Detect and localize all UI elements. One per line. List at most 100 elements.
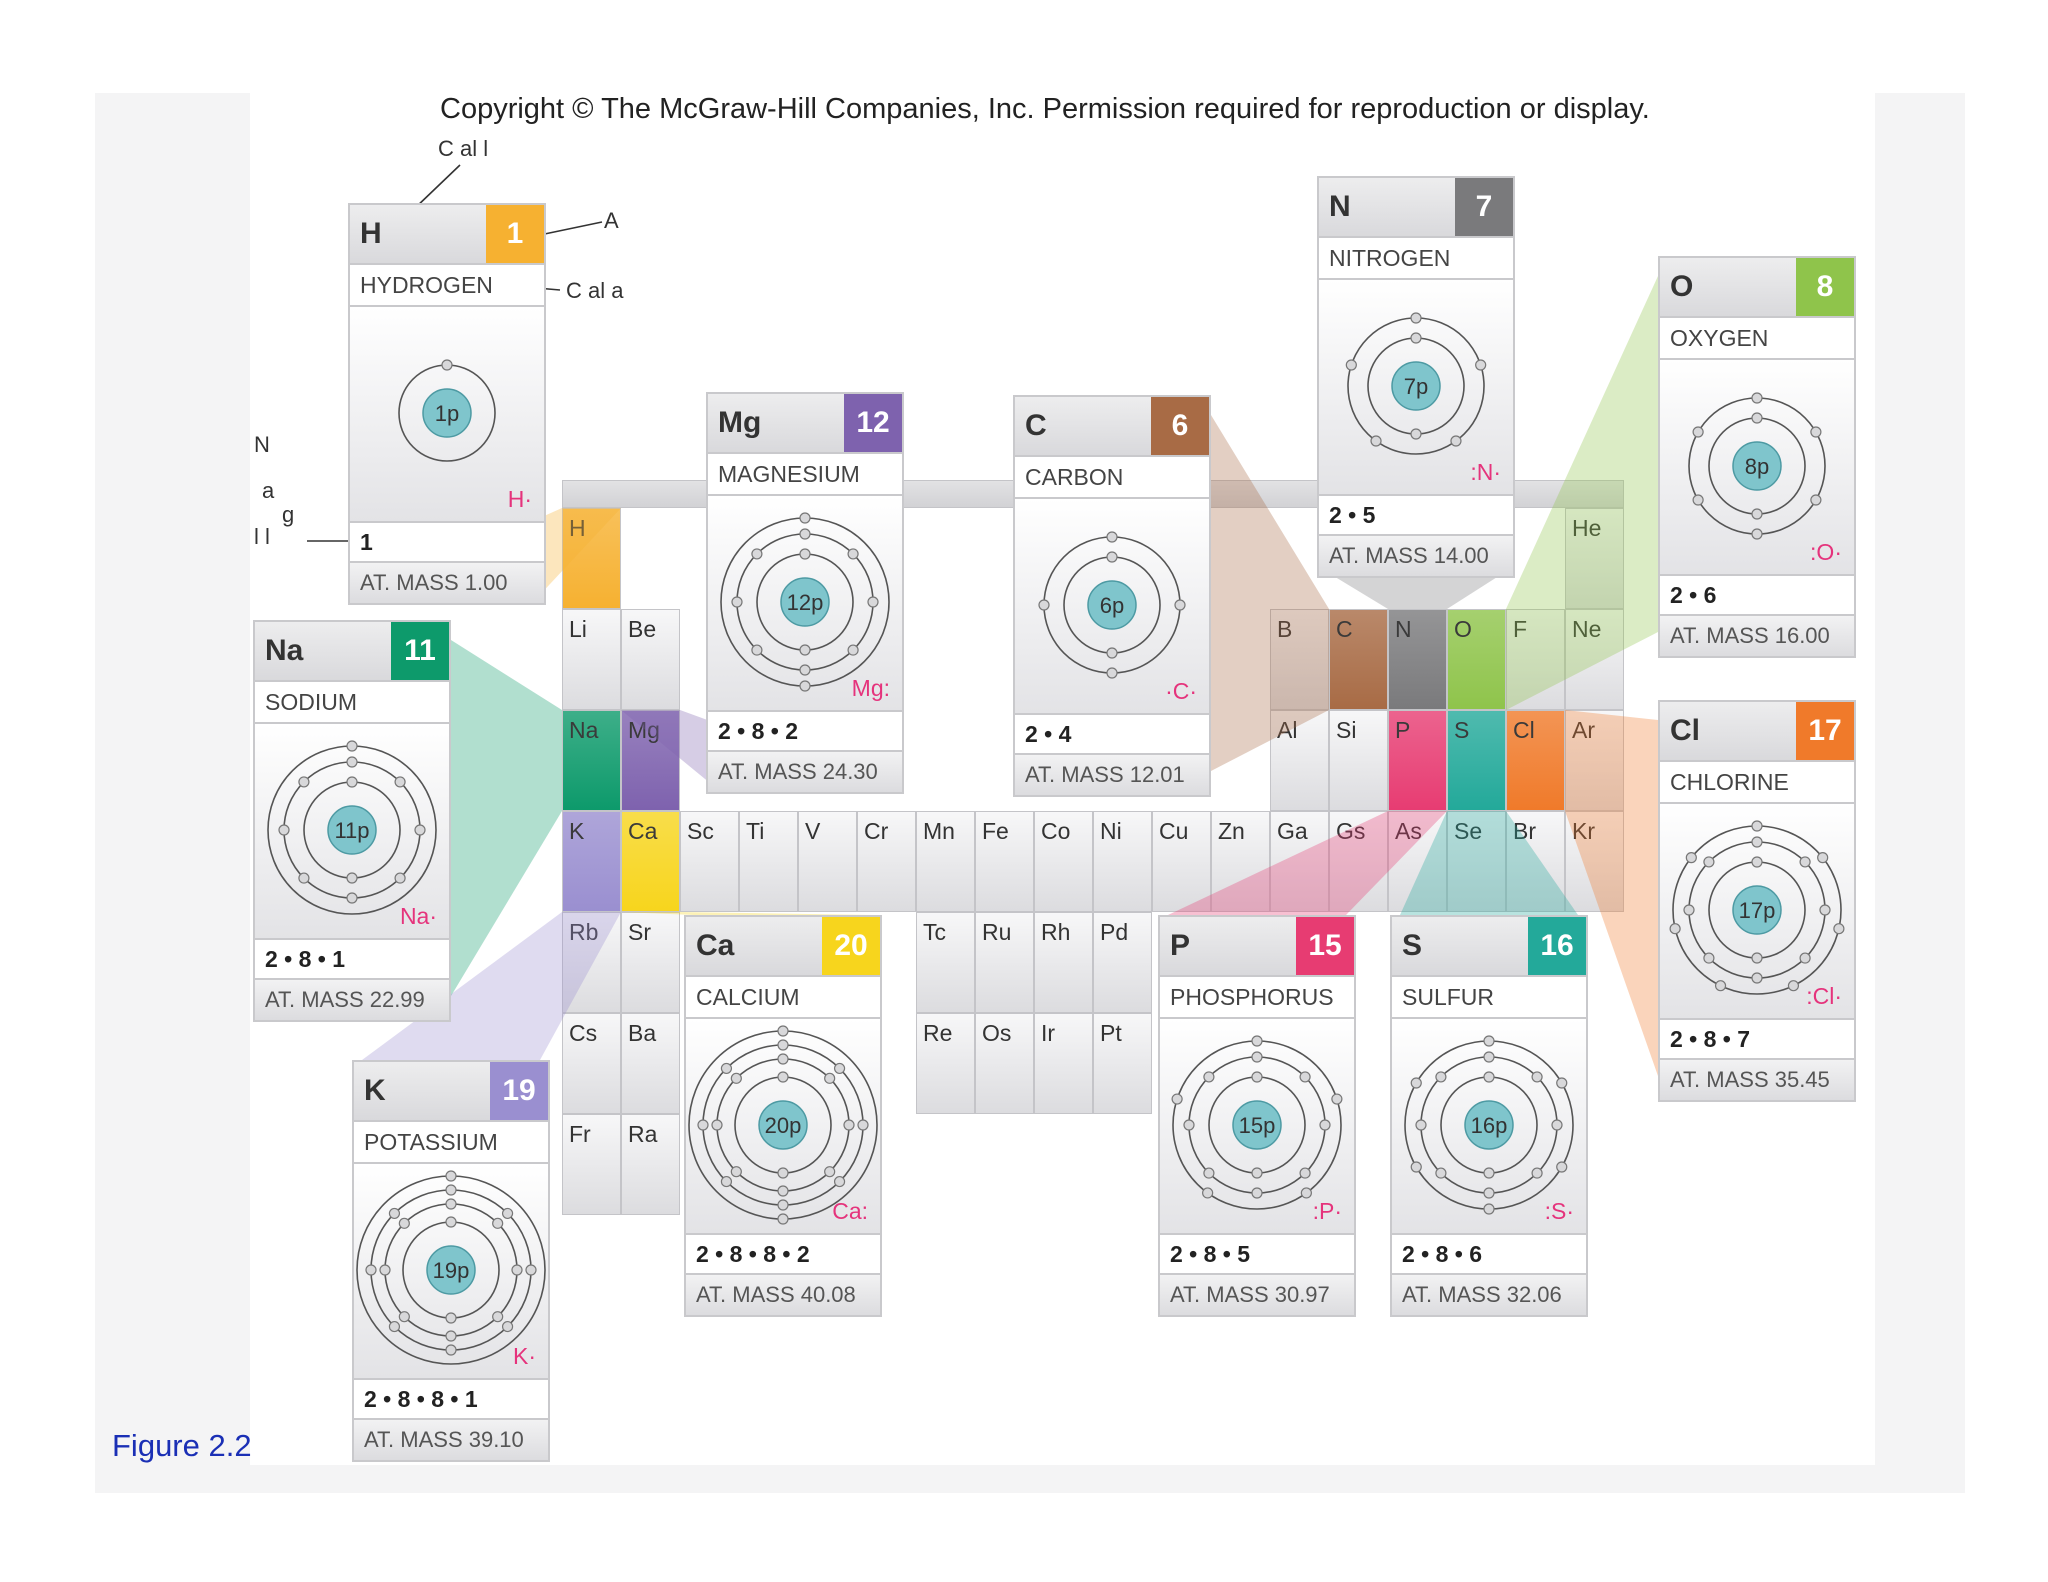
electron bbox=[501, 1320, 514, 1333]
electron bbox=[492, 1217, 504, 1229]
atom-diagram: 11p bbox=[267, 740, 437, 915]
element-card-calcium: Ca 20 CALCIUM 20p Ca: 2 • 8 • 8 • 2 AT. … bbox=[684, 915, 882, 1317]
electron bbox=[1799, 856, 1811, 868]
electron bbox=[1331, 1093, 1343, 1105]
electron bbox=[1669, 923, 1681, 935]
nucleus bbox=[422, 388, 472, 438]
atomic-mass: AT. MASS 14.00 bbox=[1319, 536, 1513, 576]
electron bbox=[1435, 1071, 1447, 1083]
electron bbox=[720, 1175, 733, 1188]
atom-diagram: 15p bbox=[1171, 1035, 1343, 1210]
electron bbox=[1410, 428, 1422, 440]
nucleus-label: 20p bbox=[765, 1113, 802, 1138]
nucleus bbox=[327, 805, 377, 855]
nucleus-label: 7p bbox=[1404, 374, 1428, 399]
electron bbox=[697, 1119, 709, 1131]
atomic-number-badge: 12 bbox=[844, 394, 902, 452]
electron bbox=[445, 1344, 457, 1356]
atomic-mass: AT. MASS 24.30 bbox=[708, 752, 902, 792]
electron bbox=[1435, 1167, 1447, 1179]
electron-configuration: 2 • 6 bbox=[1660, 576, 1854, 616]
element-cell-s: S bbox=[1447, 710, 1506, 811]
element-card-potassium: K 19 POTASSIUM 19p K· 2 • 8 • 8 • 1 AT. … bbox=[352, 1060, 550, 1462]
atom-diagram: 7p bbox=[1345, 312, 1487, 455]
electron bbox=[414, 824, 426, 836]
electron bbox=[847, 548, 859, 560]
element-card-phosphorus: P 15 PHOSPHORUS 15p :P· 2 • 8 • 5 AT. MA… bbox=[1158, 915, 1356, 1317]
electron bbox=[720, 1062, 733, 1075]
electron bbox=[1810, 426, 1822, 438]
electron bbox=[777, 1025, 789, 1037]
element-name: CARBON bbox=[1015, 457, 1209, 499]
electron bbox=[278, 824, 290, 836]
nucleus bbox=[426, 1245, 476, 1295]
electron bbox=[525, 1264, 537, 1276]
element-cell-he: He bbox=[1565, 508, 1624, 609]
element-cell-ir: Ir bbox=[1034, 1013, 1093, 1114]
nucleus bbox=[1464, 1100, 1514, 1150]
element-cell-cu: Cu bbox=[1152, 811, 1211, 912]
lewis-dot-symbol: Na· bbox=[399, 903, 437, 929]
electron bbox=[445, 1312, 457, 1324]
nucleus bbox=[1087, 580, 1137, 630]
electron bbox=[1106, 667, 1118, 679]
card-header: H 1 bbox=[350, 205, 544, 265]
electron-configuration: 2 • 8 • 1 bbox=[255, 940, 449, 980]
nucleus-label: 17p bbox=[1739, 898, 1776, 923]
electron bbox=[445, 1170, 457, 1182]
wedge-sulfur bbox=[1400, 811, 1578, 915]
element-cell-fe: Fe bbox=[975, 811, 1034, 912]
nucleus-label: 19p bbox=[433, 1258, 470, 1283]
nucleus-label: 6p bbox=[1100, 593, 1124, 618]
bohr-model: 20p Ca: bbox=[686, 1019, 880, 1235]
bohr-model: 11p Na· bbox=[255, 724, 449, 940]
electron-configuration: 2 • 8 • 6 bbox=[1392, 1235, 1586, 1275]
electron bbox=[711, 1119, 723, 1131]
electron bbox=[1817, 852, 1829, 864]
electron bbox=[1692, 426, 1704, 438]
atomic-number-badge: 11 bbox=[391, 622, 449, 680]
electron bbox=[824, 1072, 836, 1084]
electron-configuration: 2 • 8 • 8 • 1 bbox=[354, 1380, 548, 1420]
electron bbox=[730, 1166, 742, 1178]
electron bbox=[1410, 312, 1422, 324]
electron bbox=[751, 548, 763, 560]
nucleus bbox=[758, 1100, 808, 1150]
electron bbox=[1692, 494, 1704, 506]
lewis-dot-symbol: Ca: bbox=[832, 1198, 868, 1224]
element-card-carbon: C 6 CARBON 6p ·C· 2 • 4 AT. MASS 12.01 bbox=[1013, 395, 1211, 797]
nucleus-label: 1p bbox=[435, 401, 459, 426]
electron bbox=[1251, 1187, 1263, 1199]
card-header: C 6 bbox=[1015, 397, 1209, 457]
element-cell-sr: Sr bbox=[621, 912, 680, 1013]
atomic-mass: AT. MASS 32.06 bbox=[1392, 1275, 1586, 1315]
electron bbox=[1551, 1119, 1563, 1131]
electron bbox=[1751, 820, 1763, 832]
element-card-magnesium: Mg 12 MAGNESIUM 12p Mg: 2 • 8 • 2 AT. MA… bbox=[706, 392, 904, 794]
element-card-chlorine: Cl 17 CHLORINE 17p :Cl· 2 • 8 • 7 AT. MA… bbox=[1658, 700, 1856, 1102]
atom-diagram: 17p bbox=[1669, 820, 1845, 995]
element-cell-cl: Cl bbox=[1506, 710, 1565, 811]
atomic-mass: AT. MASS 35.45 bbox=[1660, 1060, 1854, 1100]
nucleus-label: 15p bbox=[1239, 1113, 1276, 1138]
element-symbol: P bbox=[1170, 929, 1191, 962]
electron bbox=[777, 1199, 789, 1211]
electron bbox=[799, 644, 811, 656]
electron-configuration: 2 • 8 • 8 • 2 bbox=[686, 1235, 880, 1275]
electron-configuration: 2 • 8 • 2 bbox=[708, 712, 902, 752]
element-card-nitrogen: N 7 NITROGEN 7p :N· 2 • 5 AT. MASS 14.00 bbox=[1317, 176, 1515, 578]
element-symbol: K bbox=[364, 1074, 386, 1107]
electron bbox=[1810, 494, 1822, 506]
element-cell-ru: Ru bbox=[975, 912, 1034, 1013]
element-cell-ra: Ra bbox=[621, 1114, 680, 1215]
electron bbox=[1683, 904, 1695, 916]
electron bbox=[1483, 1051, 1495, 1063]
electron bbox=[388, 1207, 401, 1220]
figure-label: Figure 2.2 bbox=[112, 1428, 252, 1463]
callout-left-1: N bbox=[254, 432, 270, 457]
element-name: POTASSIUM bbox=[354, 1122, 548, 1164]
element-cell-al: Al bbox=[1270, 710, 1329, 811]
electron-configuration: 2 • 8 • 5 bbox=[1160, 1235, 1354, 1275]
electron bbox=[1171, 1093, 1183, 1105]
element-cell-zn: Zn bbox=[1211, 811, 1270, 912]
